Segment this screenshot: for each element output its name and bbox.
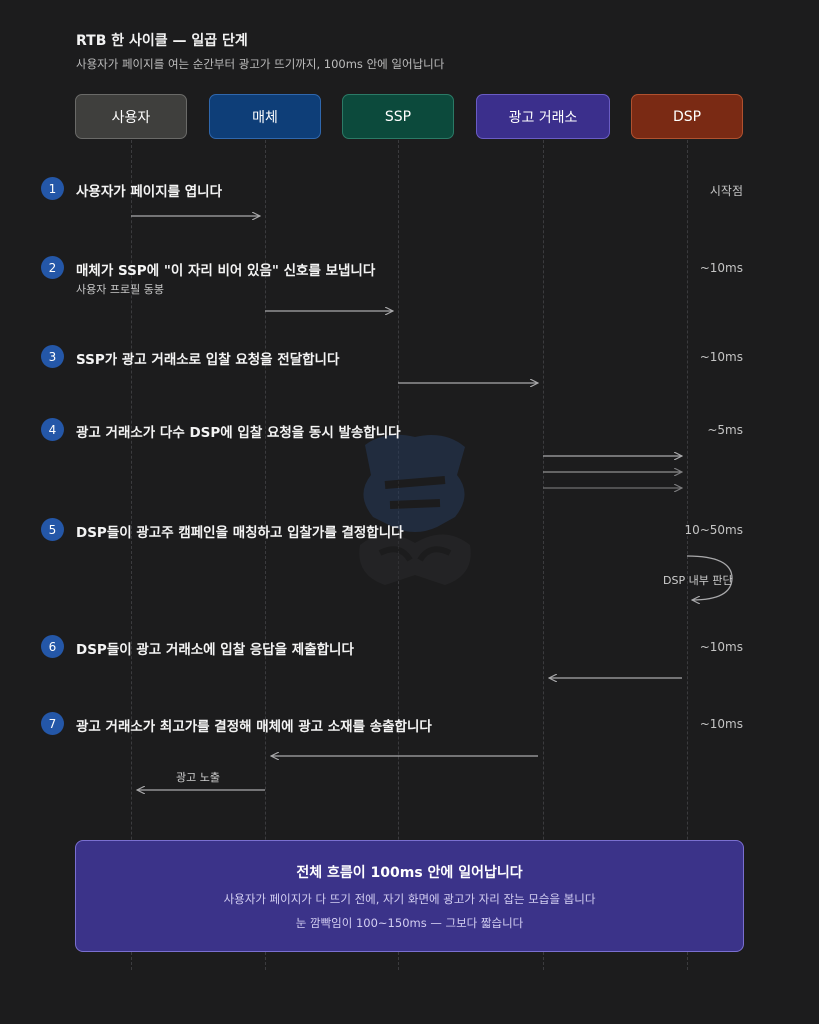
step-badge: 2 (41, 256, 64, 279)
page-subtitle: 사용자가 페이지를 여는 순간부터 광고가 뜨기까지, 100ms 안에 일어납… (76, 57, 445, 71)
step-time: ~5ms (707, 423, 743, 437)
step-badge: 4 (41, 418, 64, 441)
summary-line: 눈 깜빡임이 100~150ms — 그보다 짧습니다 (295, 916, 524, 930)
step-badge: 7 (41, 712, 64, 735)
dsp-internal-label: DSP 내부 판단 (663, 574, 733, 587)
step-text: 사용자가 페이지를 엽니다 (76, 184, 223, 200)
lifeline-exchange (543, 140, 544, 970)
summary-line: 사용자가 페이지가 다 뜨기 전에, 자기 화면에 광고가 자리 잡는 모습을 … (223, 892, 596, 906)
step-badge: 3 (41, 345, 64, 368)
actor-publisher: 매체 (209, 94, 321, 139)
step-time: ~10ms (699, 350, 743, 364)
ad-impression-label: 광고 노출 (176, 771, 220, 784)
step-badge: 6 (41, 635, 64, 658)
actor-ssp: SSP (342, 94, 454, 139)
step-time: ~10ms (699, 261, 743, 275)
actor-ad-exchange: 광고 거래소 (476, 94, 610, 139)
step-text: DSP들이 광고주 캠페인을 매칭하고 입찰가를 결정합니다 (76, 525, 404, 541)
lifeline-dsp (687, 140, 688, 970)
actor-user: 사용자 (75, 94, 187, 139)
step-text: 광고 거래소가 다수 DSP에 입찰 요청을 동시 발송합니다 (76, 425, 401, 441)
step-subtext: 사용자 프로필 동봉 (76, 283, 164, 296)
step-badge: 5 (41, 518, 64, 541)
step-text: 광고 거래소가 최고가를 결정해 매체에 광고 소재를 송출합니다 (76, 719, 432, 735)
step-time: ~10ms (699, 640, 743, 654)
step-text: SSP가 광고 거래소로 입찰 요청을 전달합니다 (76, 352, 340, 368)
mascot-watermark-icon (359, 434, 471, 585)
step-text: DSP들이 광고 거래소에 입찰 응답을 제출합니다 (76, 642, 354, 658)
arrow-dsp-self-loop (686, 555, 733, 600)
step-time: ~10ms (699, 717, 743, 731)
lifeline-user (131, 140, 132, 970)
step-time: 10~50ms (684, 523, 743, 537)
step-badge: 1 (41, 177, 64, 200)
lifeline-publisher (265, 140, 266, 970)
actor-dsp: DSP (631, 94, 743, 139)
summary-title: 전체 흐름이 100ms 안에 일어납니다 (296, 865, 523, 881)
step-time: 시작점 (709, 184, 743, 198)
step-text: 매체가 SSP에 "이 자리 비어 있음" 신호를 보냅니다 (76, 263, 376, 279)
page-title: RTB 한 사이클 — 일곱 단계 (76, 33, 248, 49)
summary-box: 전체 흐름이 100ms 안에 일어납니다 사용자가 페이지가 다 뜨기 전에,… (75, 840, 744, 952)
